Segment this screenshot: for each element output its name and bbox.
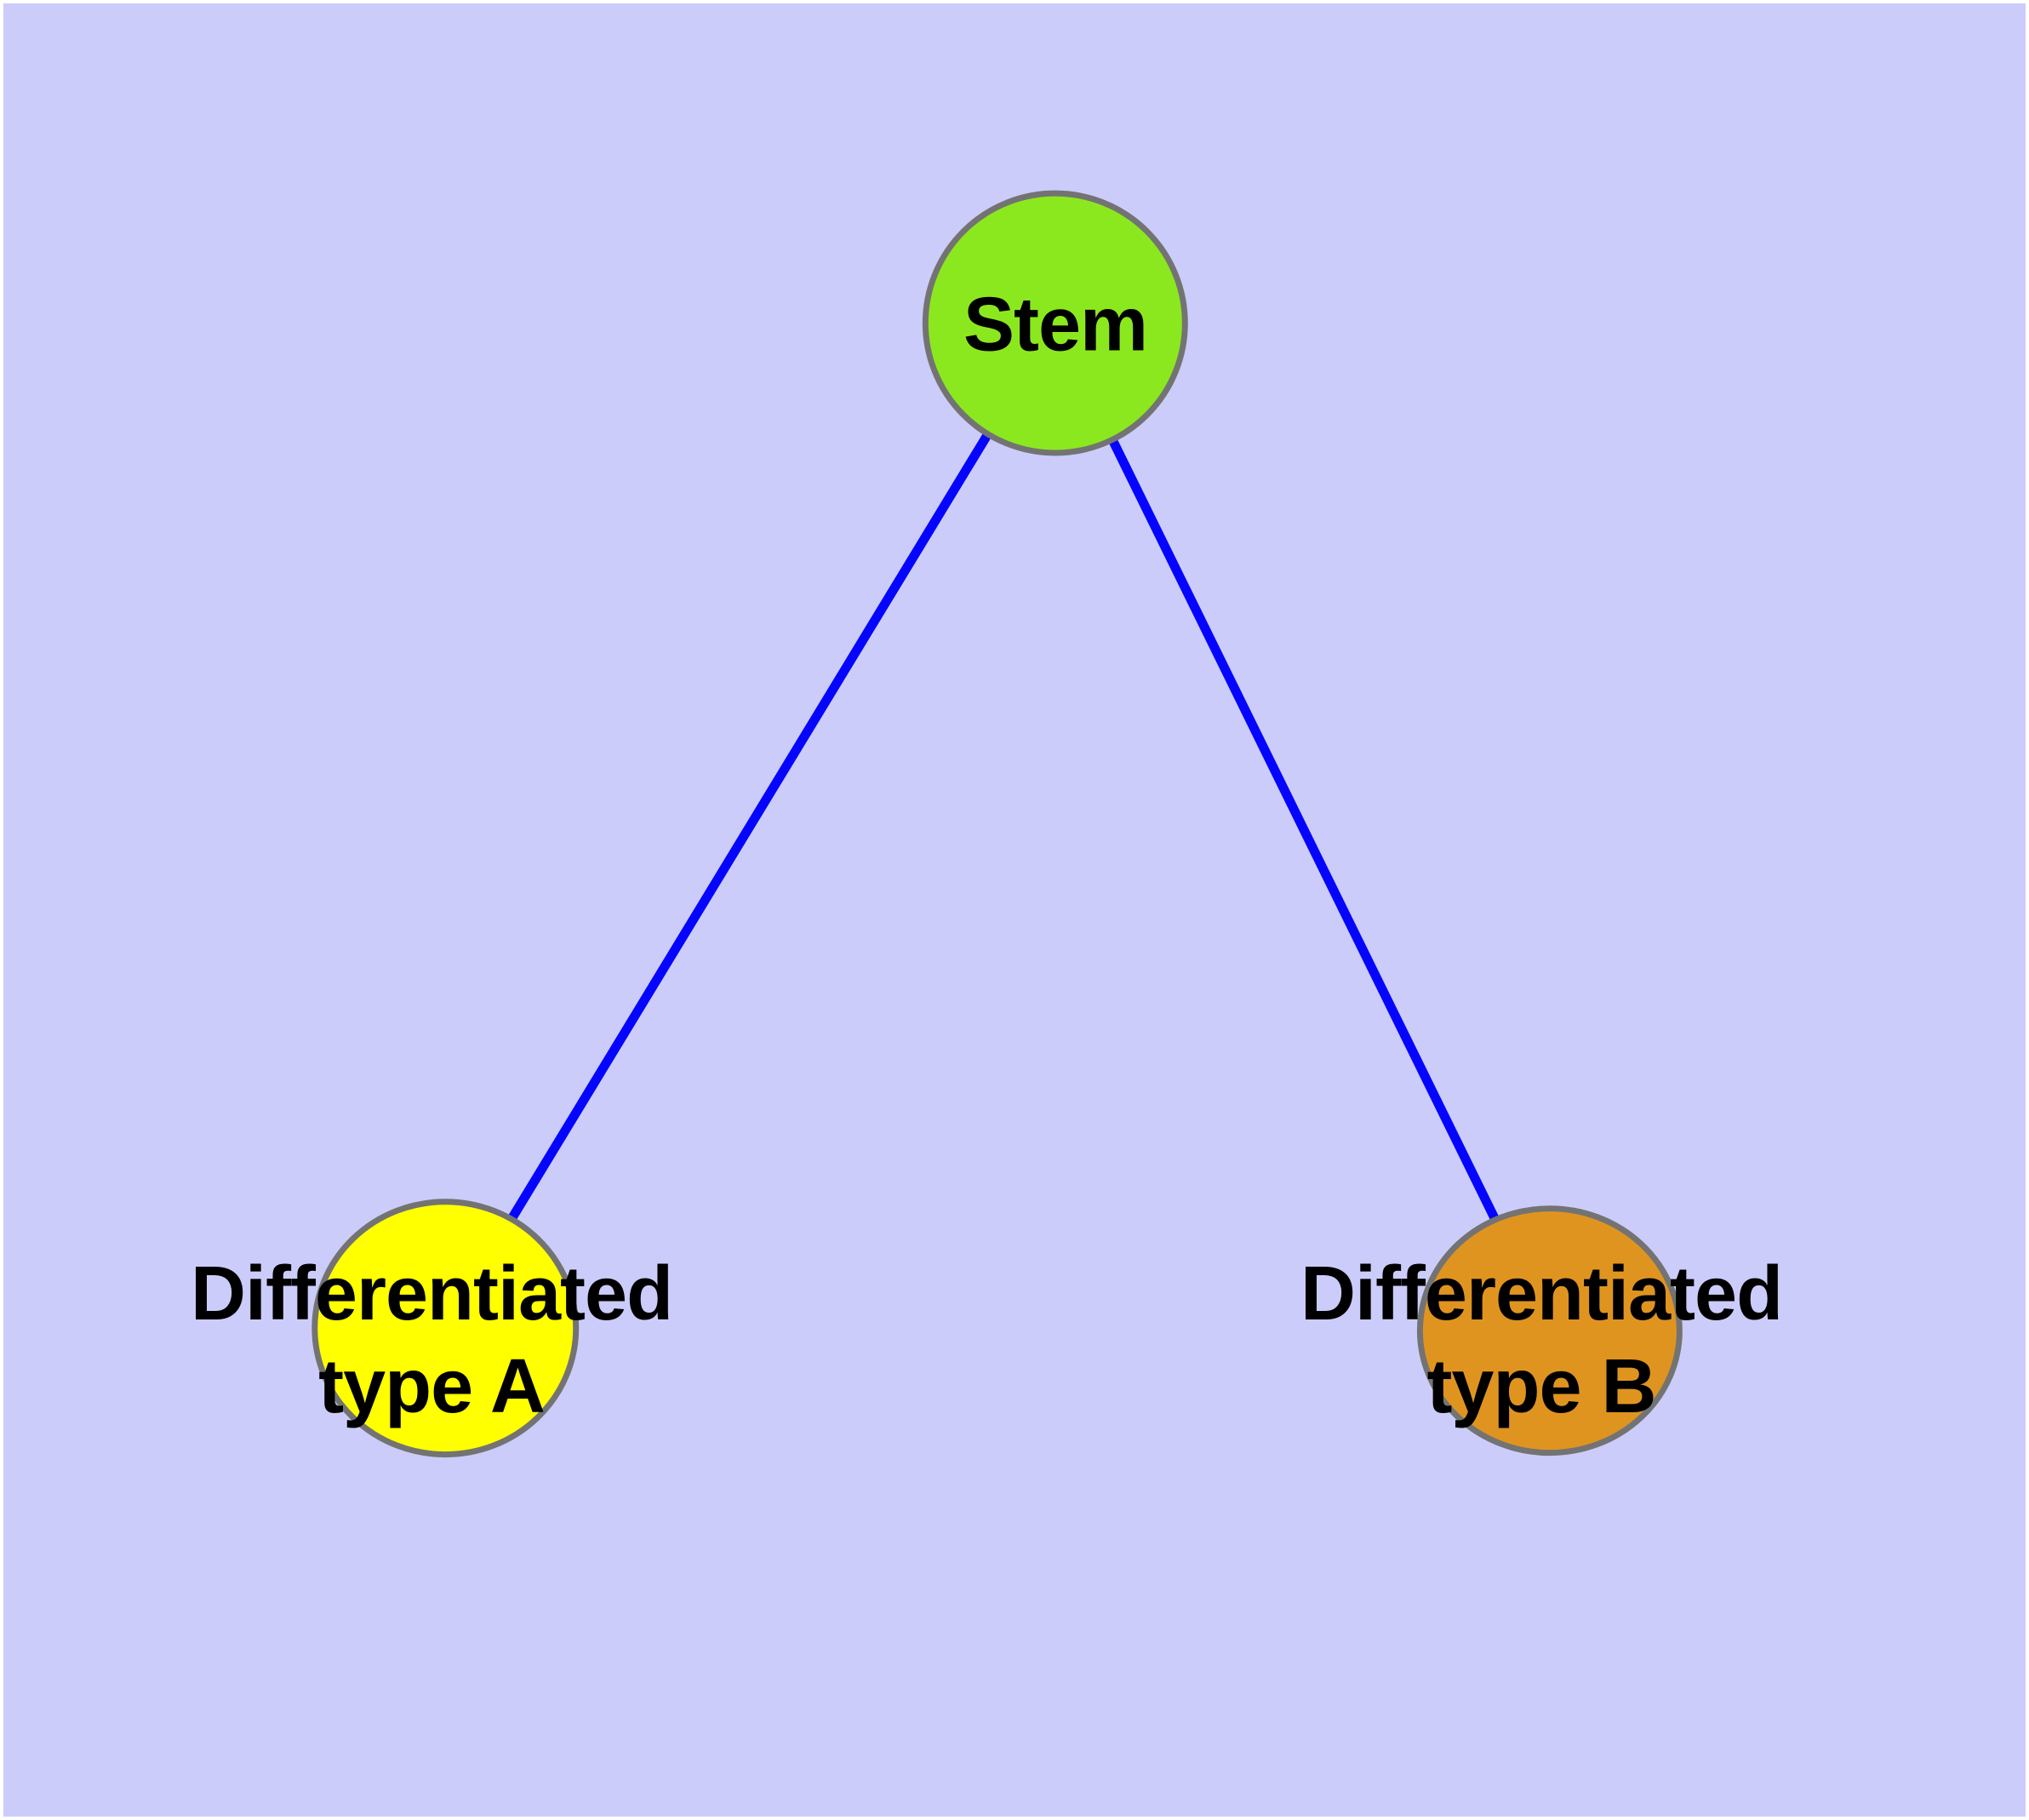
type-a-node: [311, 1199, 580, 1458]
type-b-label-line1: Differentiated: [1300, 1251, 1783, 1336]
graph-figure: [3, 3, 2026, 1817]
stem-to-type-b-edge: [1050, 321, 1554, 1333]
graph-background: Stem Differentiated type A Differentiate…: [3, 3, 2026, 1817]
type-a-label-line1: Differentiated: [190, 1251, 673, 1336]
stem-to-type-a-edge: [441, 320, 1060, 1331]
type-b-node-label: Differentiated type B: [1300, 1248, 1783, 1434]
type-a-label-line2: type A: [318, 1344, 546, 1429]
stem-node-label-text: Stem: [963, 282, 1148, 368]
stem-node-label: Stem: [963, 279, 1148, 372]
type-a-node-label: Differentiated type A: [190, 1248, 673, 1434]
type-b-label-line2: type B: [1426, 1344, 1656, 1429]
stem-node: [922, 190, 1188, 456]
type-b-node: [1416, 1205, 1683, 1457]
